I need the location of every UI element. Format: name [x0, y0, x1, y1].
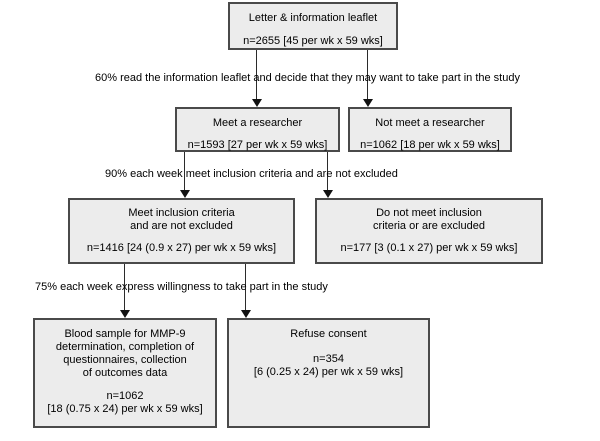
connector-line [184, 152, 185, 191]
flow-label-step2: 90% each week meet inclusion criteria an… [105, 168, 398, 180]
node-meet-a-researcher: Meet a researcher n=1593 [27 per wk x 59… [175, 107, 340, 152]
node-meet-inclusion-criteria: Meet inclusion criteria and are not excl… [68, 198, 295, 264]
connector-line [245, 264, 246, 311]
node-title: Do not meet inclusion criteria or are ex… [373, 207, 485, 232]
node-refuse-consent: Refuse consent n=354 [6 (0.25 x 24) per … [227, 318, 430, 428]
node-not-meet-a-researcher: Not meet a researcher n=1062 [18 per wk … [348, 107, 512, 152]
arrowhead-icon [323, 190, 333, 198]
arrowhead-icon [180, 190, 190, 198]
arrowhead-icon [363, 99, 373, 107]
connector-line [367, 50, 368, 100]
arrowhead-icon [241, 310, 251, 318]
node-stats: n=354 [6 (0.25 x 24) per wk x 59 wks] [253, 353, 404, 378]
node-title: Not meet a researcher [375, 117, 485, 129]
flow-label-step1: 60% read the information leaflet and dec… [95, 72, 520, 84]
connector-line [124, 264, 125, 311]
node-title: Meet inclusion criteria and are not excl… [128, 207, 235, 232]
node-stats: n=1062 [18 per wk x 59 wks] [360, 139, 500, 151]
node-title: Refuse consent [290, 328, 367, 340]
node-stats: n=1593 [27 per wk x 59 wks] [187, 139, 328, 151]
node-blood-sample-mmp9: Blood sample for MMP-9 determination, co… [33, 318, 217, 428]
node-letter-information-leaflet: Letter & information leaflet n=2655 [45 … [228, 2, 398, 50]
connector-line [327, 152, 328, 191]
arrowhead-icon [252, 99, 262, 107]
node-do-not-meet-inclusion-criteria: Do not meet inclusion criteria or are ex… [315, 198, 543, 264]
node-title: Blood sample for MMP-9 determination, co… [55, 328, 195, 379]
flow-label-step3: 75% each week express willingness to tak… [35, 281, 328, 293]
node-stats: n=2655 [45 per wk x 59 wks] [243, 35, 383, 47]
node-stats: n=177 [3 (0.1 x 27) per wk x 59 wks] [340, 242, 518, 254]
node-stats: n=1062 [18 (0.75 x 24) per wk x 59 wks] [47, 390, 203, 415]
connector-line [256, 50, 257, 100]
node-title: Letter & information leaflet [248, 12, 378, 24]
node-title: Meet a researcher [212, 117, 303, 129]
arrowhead-icon [120, 310, 130, 318]
node-stats: n=1416 [24 (0.9 x 27) per wk x 59 wks] [86, 242, 277, 254]
